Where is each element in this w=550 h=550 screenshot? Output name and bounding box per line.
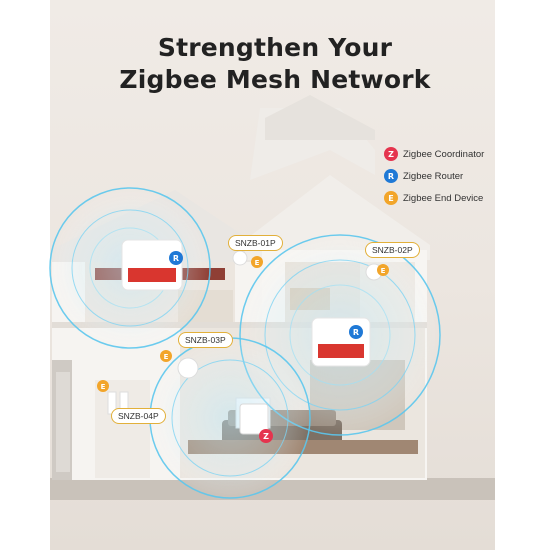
svg-text:E: E — [101, 383, 106, 391]
router-device-lower: R — [311, 317, 371, 367]
headline-line-2: Zigbee Mesh Network — [119, 65, 431, 94]
device-tag-snzb-02p: SNZB-02P — [365, 242, 420, 258]
device-tag-snzb-01p: SNZB-01P — [228, 235, 283, 251]
svg-text:E: E — [381, 267, 386, 275]
svg-text:Z: Z — [263, 432, 269, 441]
legend-label: Zigbee End Device — [403, 192, 484, 204]
svg-text:R: R — [353, 328, 359, 337]
zigbee-router-icon: R — [384, 169, 398, 183]
legend-item-coordinator: Z Zigbee Coordinator — [384, 146, 484, 162]
legend-item-router: R Zigbee Router — [384, 168, 463, 184]
legend-label: Zigbee Router — [403, 170, 464, 182]
svg-text:E: E — [164, 353, 169, 361]
router-device-upper: R — [121, 239, 183, 291]
zigbee-end-device-icon: E — [384, 191, 398, 205]
end-device-snzb-01p: E — [232, 250, 263, 268]
legend-label: Zigbee Coordinator — [403, 148, 485, 160]
zigbee-coordinator-icon: Z — [384, 147, 398, 161]
device-tag-snzb-03p: SNZB-03P — [178, 332, 233, 348]
ground — [50, 478, 495, 500]
end-device-snzb-03p: E — [160, 350, 199, 379]
legend-item-end-device: E Zigbee End Device — [384, 190, 483, 206]
svg-text:R: R — [173, 254, 179, 263]
device-tag-snzb-04p: SNZB-04P — [111, 408, 166, 424]
svg-text:E: E — [255, 259, 260, 267]
coordinator-device: Z — [239, 403, 273, 443]
end-device-snzb-02p: E — [365, 263, 389, 281]
headline-line-1: Strengthen Your — [157, 33, 393, 62]
